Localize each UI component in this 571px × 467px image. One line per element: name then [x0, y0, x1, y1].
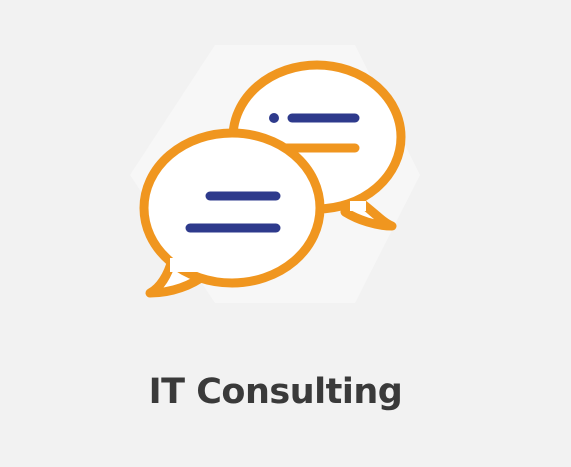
front-speech-bubble: [139, 128, 325, 298]
chat-bubbles-icon: [139, 60, 406, 298]
tile-title: IT Consulting: [148, 372, 403, 412]
text-dot: [269, 113, 279, 123]
